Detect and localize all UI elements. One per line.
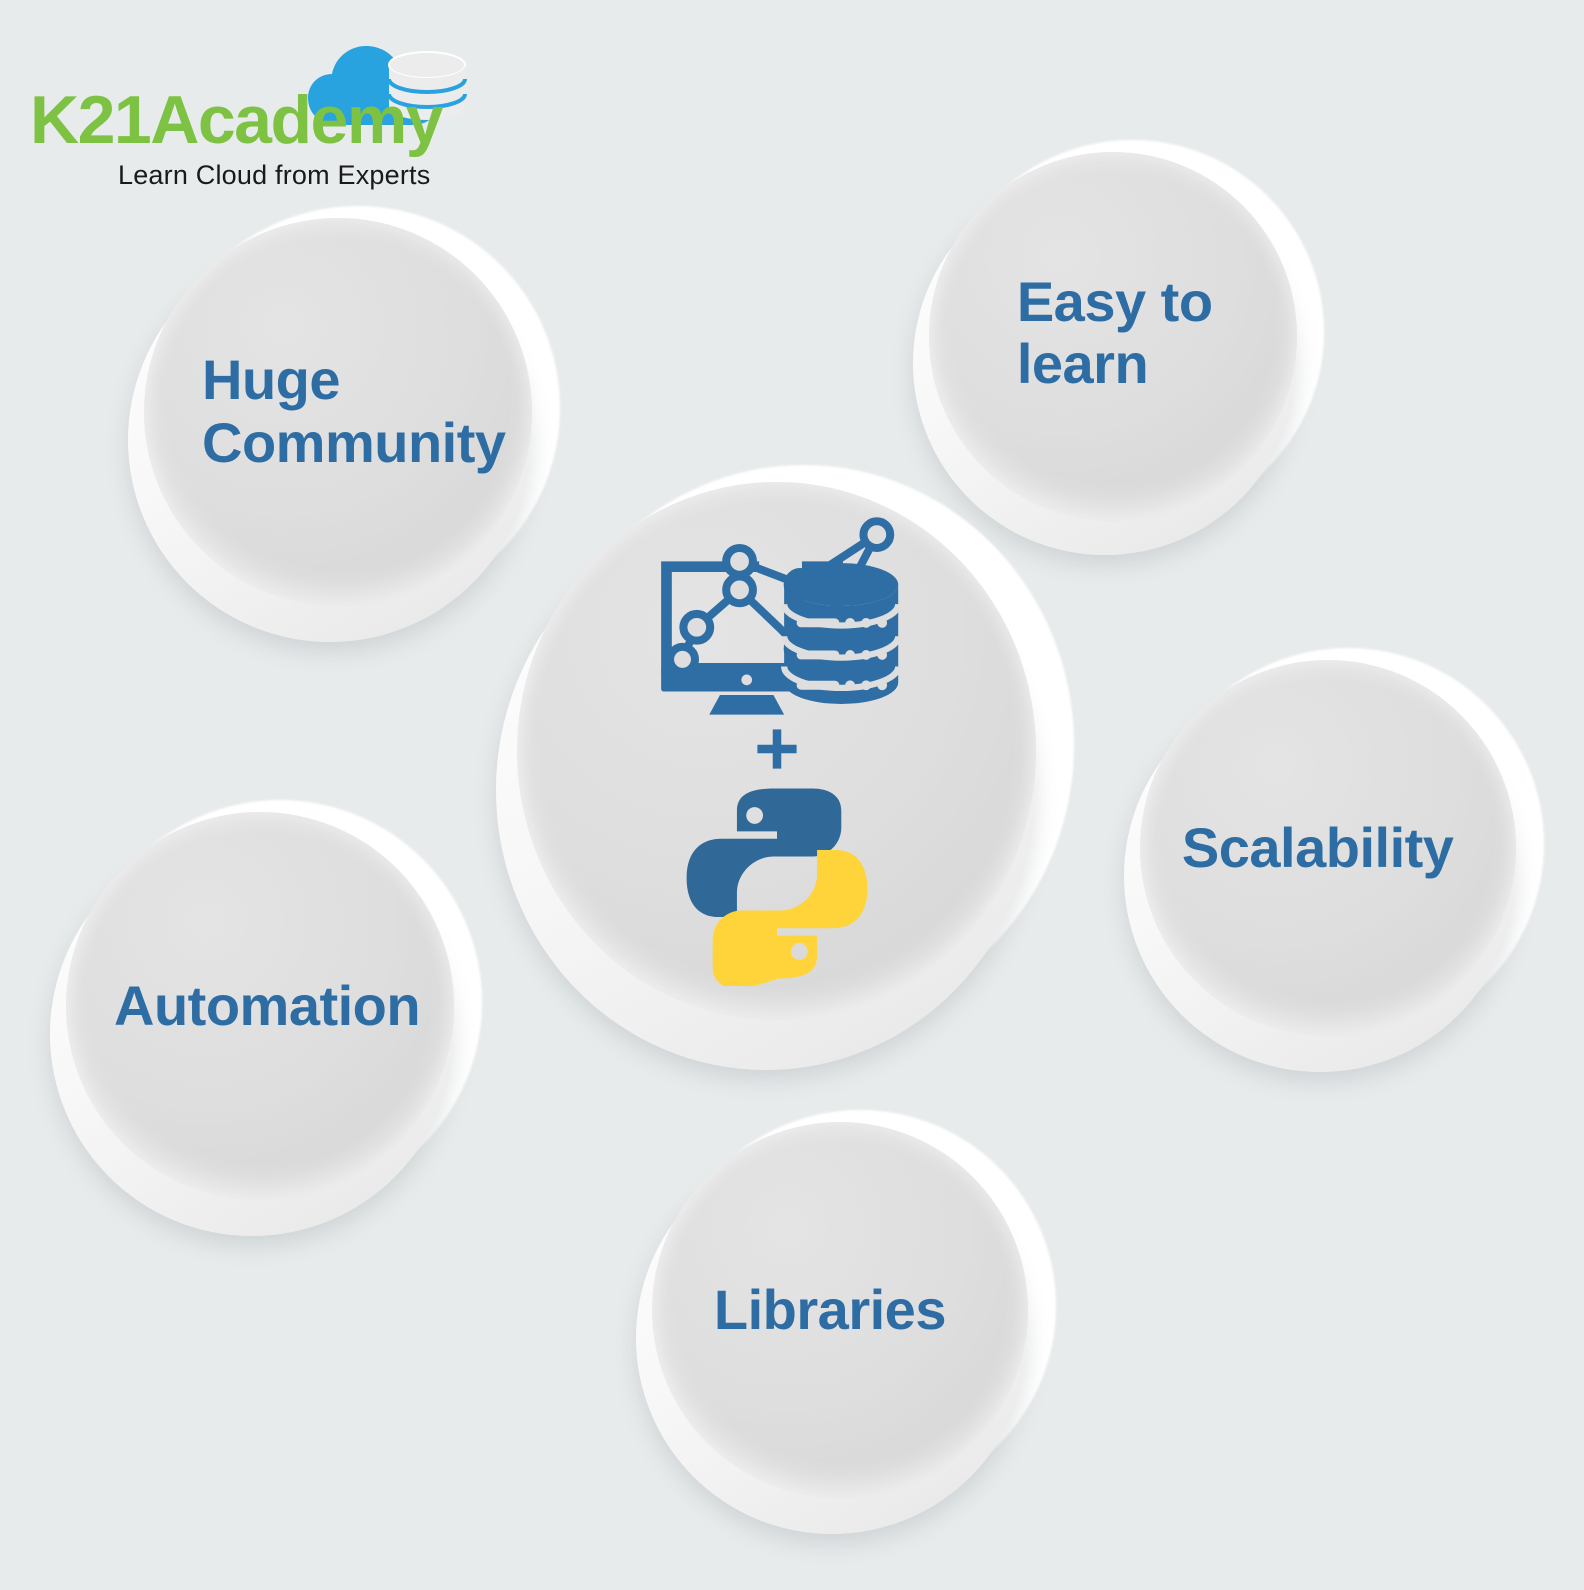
bubble-label-line-2: Community xyxy=(202,410,506,474)
bubble-automation[interactable]: Automation xyxy=(49,799,483,1237)
database-cylinder-icon xyxy=(780,563,901,705)
bubble-label: Libraries xyxy=(652,1277,1028,1342)
bubble-label-line-1: Easy to xyxy=(1016,269,1213,333)
bubble-center-python-data[interactable] xyxy=(495,465,1074,1070)
bubble-face: Scalability xyxy=(1139,660,1517,1037)
bubble-label: Scalability xyxy=(1140,815,1516,880)
bubble-face xyxy=(517,482,1036,1020)
bubble-huge-community[interactable]: Huge Community xyxy=(127,205,561,643)
bubble-label-line-1: Libraries xyxy=(713,1277,947,1341)
bubble-label-line-2: learn xyxy=(1016,332,1149,396)
bubble-label-line-1: Huge xyxy=(202,348,341,412)
center-icon-stack xyxy=(627,515,927,991)
bubble-face: Libraries xyxy=(651,1122,1029,1499)
bubble-label-line-1: Automation xyxy=(114,973,421,1037)
bubble-label: Automation xyxy=(66,973,454,1038)
bubble-face: Automation xyxy=(66,812,454,1200)
bubble-scalability[interactable]: Scalability xyxy=(1124,648,1544,1072)
bubble-easy-to-learn[interactable]: Easy to learn xyxy=(913,140,1325,556)
bubble-face: Huge Community xyxy=(144,218,532,606)
logo-tagline: Learn Cloud from Experts xyxy=(118,160,431,190)
cloud-database-icon xyxy=(302,30,472,135)
bubble-label: Easy to learn xyxy=(929,269,1298,396)
python-logo-icon xyxy=(672,781,882,991)
bubble-label: Huge Community xyxy=(144,348,532,474)
bubble-libraries[interactable]: Libraries xyxy=(636,1110,1056,1534)
plus-icon xyxy=(754,726,800,777)
data-analytics-monitor-icon xyxy=(642,515,912,720)
bubble-face: Easy to learn xyxy=(928,152,1298,521)
bubble-label-line-1: Scalability xyxy=(1181,815,1454,879)
logo-wordmark: K21Academy xyxy=(30,82,444,158)
brand-logo: K21Academy Learn Cloud from Experts xyxy=(22,28,467,193)
